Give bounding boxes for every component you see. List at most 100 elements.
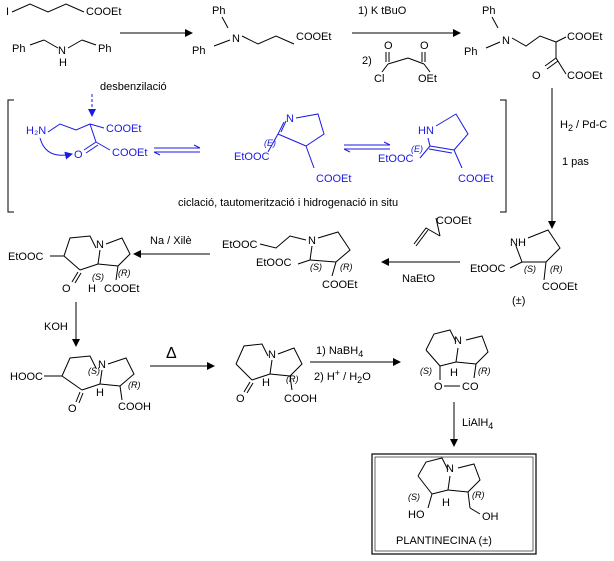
product-name: PLANTINECINA (±) — [396, 535, 492, 547]
equilibrium-arrows-2 — [343, 141, 391, 153]
reagent-koh: KOH — [44, 321, 68, 333]
n-label: N — [96, 239, 104, 251]
n-label: N — [454, 335, 462, 347]
oet-label: OEt — [418, 73, 437, 85]
ph-label: Ph — [464, 46, 477, 58]
o-label: O — [236, 393, 245, 405]
n-label: N — [308, 235, 316, 247]
n-label: N — [98, 359, 106, 371]
h-label: H — [442, 497, 450, 509]
stereo-s: (S) — [420, 366, 432, 376]
n-label: N — [286, 113, 294, 125]
acid-label: COOH — [284, 393, 317, 405]
cl-label: Cl — [374, 73, 384, 85]
racemic-label: (±) — [512, 295, 525, 307]
amino-keto-diester: H₂N COOEt COOEt O — [26, 123, 147, 161]
ester-label: EtOOC — [256, 257, 292, 269]
carbonyl-label: CO — [462, 381, 479, 393]
ester-label: EtOOC — [234, 151, 270, 163]
nh-label: NH — [510, 237, 526, 249]
keto-diester: Ph N Ph COOEt COOEt O — [464, 5, 602, 82]
n-label: N — [446, 463, 454, 475]
plantinecine: N HO OH (S) (R) H — [408, 457, 499, 523]
mechanism-bracket — [7, 99, 507, 213]
n-label: N — [502, 35, 510, 47]
o-label: O — [62, 283, 71, 295]
n-label: N — [268, 349, 276, 361]
reagent-acid-water: 2) H+ / H2O — [314, 368, 371, 385]
stereo-r: (R) — [550, 264, 563, 274]
stereo-s: (S) — [524, 264, 536, 274]
ester-label: COOEt — [316, 173, 351, 185]
n-label: N — [232, 33, 240, 45]
triester-intermediate: EtOOC N (S) (R) EtOOC COOEt — [222, 231, 357, 291]
h2n-label: H₂N — [26, 125, 46, 137]
one-step-label: 1 pas — [562, 156, 589, 168]
ph-label: Ph — [12, 43, 25, 55]
acid-label: HOOC — [10, 371, 43, 383]
stereo-r: (R) — [472, 490, 485, 500]
o-label: O — [74, 149, 83, 161]
o-label: O — [384, 40, 393, 52]
ester-label: COOEt — [86, 6, 121, 18]
debenzylation-label: desbenzilació — [100, 81, 167, 93]
ester-label: EtOOC — [222, 239, 258, 251]
ethyl-acrylate: COOEt — [413, 215, 471, 247]
h-label: H — [262, 377, 270, 389]
cyclization-label: ciclació, tautomerització i hidrogenació… — [178, 197, 398, 209]
reagent-1: 1) K tBuO — [358, 5, 407, 17]
stereo-r: (R) — [128, 380, 141, 390]
stereo-s: (S) — [408, 492, 420, 502]
stereo-e: (E) — [264, 138, 276, 148]
o-label: O — [532, 70, 541, 82]
o-label: O — [420, 40, 429, 52]
ester-label: COOEt — [104, 283, 139, 295]
ester-label: COOEt — [458, 173, 493, 185]
reagent-h2: H2 / Pd-C — [560, 119, 607, 133]
stereo-e: (E) — [411, 144, 423, 154]
dibenzylamine: Ph N H Ph — [12, 39, 111, 69]
pyrrolidine-diester: NH (S) (R) EtOOC COOEt (±) — [470, 229, 577, 307]
keto-acid: N O H (R) COOH — [235, 343, 317, 405]
enamine: HN (E) EtOOC COOEt — [378, 113, 493, 185]
ph-label: Ph — [98, 43, 111, 55]
ester-label: EtOOC — [8, 251, 44, 263]
acid-label: COOH — [118, 401, 151, 413]
stereo-r: (R) — [118, 268, 131, 278]
ester-label: COOEt — [567, 70, 602, 82]
ester-label: COOEt — [112, 147, 147, 159]
stereo-r: (R) — [286, 374, 299, 384]
heat-symbol: Δ — [166, 345, 177, 362]
pyrroline-imine: N (E) EtOOC COOEt — [234, 113, 351, 185]
reagent-nabh4: 1) NaBH4 — [316, 345, 363, 359]
ethyl-iodobutanoate: I COOEt — [6, 3, 121, 18]
equilibrium-arrows-1 — [153, 144, 201, 156]
ester-label: COOEt — [296, 31, 331, 43]
ester-label: COOEt — [542, 281, 577, 293]
h-label: H — [88, 283, 96, 295]
ester-label: EtOOC — [470, 263, 506, 275]
ester-label: COOEt — [106, 123, 141, 135]
h-label: H — [59, 57, 67, 69]
stereo-s: (S) — [88, 366, 100, 376]
h-label: H — [450, 367, 458, 379]
ph-label: Ph — [482, 5, 495, 17]
n-label: N — [58, 45, 66, 57]
ph-label: Ph — [212, 5, 225, 17]
ethyl-oxalyl-chloride: 2) O O Cl OEt — [362, 40, 437, 85]
reagent-lialh4: LiAlH4 — [462, 417, 493, 431]
tricyclic-lactone: N O CO (S) (R) H — [420, 329, 491, 393]
ester-label: EtOOC — [378, 153, 414, 165]
o-label: O — [434, 381, 443, 393]
ester-label: COOEt — [567, 31, 602, 43]
oh-label: OH — [482, 511, 499, 523]
ho-label: HO — [408, 509, 425, 521]
pyrrolizidinone-diester: EtOOC N O (S) (R) H COOEt — [8, 235, 139, 295]
o-label: O — [68, 403, 77, 415]
step-2-label: 2) — [362, 55, 372, 67]
dibenzylamino-ester: Ph N Ph COOEt — [192, 5, 331, 57]
ph-label: Ph — [192, 45, 205, 57]
h-label: H — [96, 387, 104, 399]
